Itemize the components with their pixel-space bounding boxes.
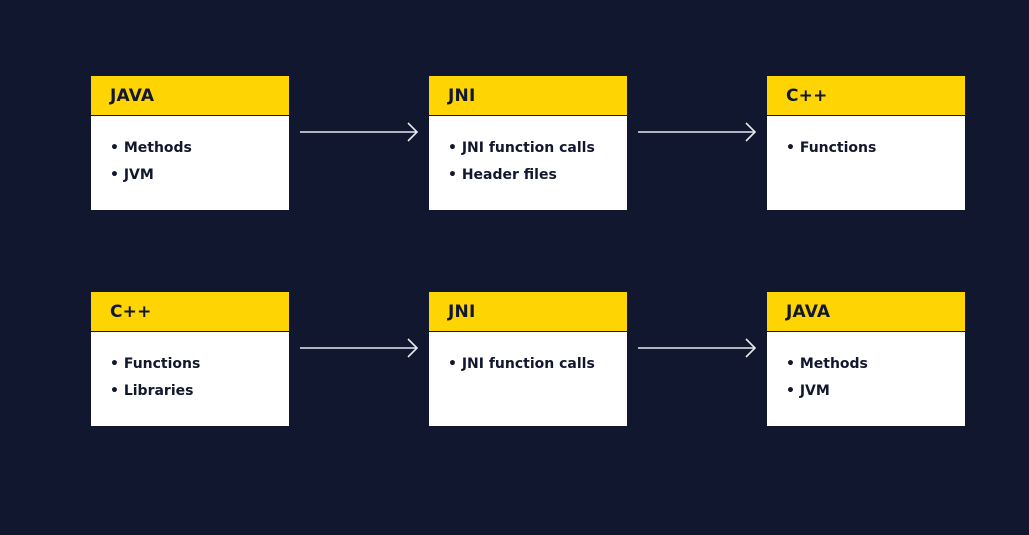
list-item: • Libraries [110, 383, 194, 399]
list-item: • Methods [110, 140, 192, 156]
flow-row-cpp-to-java: C++ • Functions • Libraries JNI • JNI fu… [0, 292, 1029, 426]
box-header: JNI [429, 292, 627, 332]
list-item: • Functions [110, 356, 201, 372]
bullet-list: • Methods • JVM [110, 140, 289, 194]
list-item: • JNI function calls [448, 140, 595, 156]
flow-row-java-to-cpp: JAVA • Methods • JVM JNI • JNI function … [0, 76, 1029, 210]
list-item-text: Libraries [123, 383, 194, 399]
arrow-right-icon [300, 122, 419, 142]
list-item-text: JNI function calls [461, 140, 595, 156]
bullet-list: • Methods • JVM [786, 356, 965, 410]
box-header: JAVA [767, 292, 965, 332]
box-header: JNI [429, 76, 627, 116]
box-body: • Methods • JVM [767, 332, 965, 410]
box-body: • Functions [767, 116, 965, 167]
box-jni: JNI • JNI function calls • Header files [429, 76, 627, 210]
list-item-text: Methods [123, 140, 192, 156]
bullet-list: • JNI function calls [448, 356, 627, 383]
box-title: C++ [786, 85, 828, 106]
box-body: • Methods • JVM [91, 116, 289, 194]
box-body: • JNI function calls [429, 332, 627, 383]
list-item: • JNI function calls [448, 356, 595, 372]
box-title: JNI [448, 301, 476, 322]
list-item: • Header files [448, 167, 557, 183]
list-item-text: Header files [461, 167, 557, 183]
arrow-right-icon [638, 338, 757, 358]
box-cpp: C++ • Functions • Libraries [91, 292, 289, 426]
list-item-text: JVM [123, 167, 154, 183]
list-item: • Functions [786, 140, 877, 156]
box-header: C++ [767, 76, 965, 116]
box-java: JAVA • Methods • JVM [91, 76, 289, 210]
list-item: • JVM [786, 383, 830, 399]
bullet-list: • Functions [786, 140, 965, 167]
box-cpp: C++ • Functions [767, 76, 965, 210]
list-item: • JVM [110, 167, 154, 183]
box-body: • JNI function calls • Header files [429, 116, 627, 194]
bullet-list: • JNI function calls • Header files [448, 140, 627, 194]
box-title: JAVA [110, 85, 155, 106]
arrow-right-icon [300, 338, 419, 358]
box-java: JAVA • Methods • JVM [767, 292, 965, 426]
arrow-right-icon [638, 122, 757, 142]
bullet-list: • Functions • Libraries [110, 356, 289, 410]
box-jni: JNI • JNI function calls [429, 292, 627, 426]
box-body: • Functions • Libraries [91, 332, 289, 410]
list-item-text: JNI function calls [461, 356, 595, 372]
box-title: C++ [110, 301, 152, 322]
box-title: JAVA [786, 301, 831, 322]
list-item-text: Functions [799, 140, 877, 156]
box-header: JAVA [91, 76, 289, 116]
box-header: C++ [91, 292, 289, 332]
box-title: JNI [448, 85, 476, 106]
list-item-text: Methods [799, 356, 868, 372]
list-item: • Methods [786, 356, 868, 372]
list-item-text: JVM [799, 383, 830, 399]
list-item-text: Functions [123, 356, 201, 372]
